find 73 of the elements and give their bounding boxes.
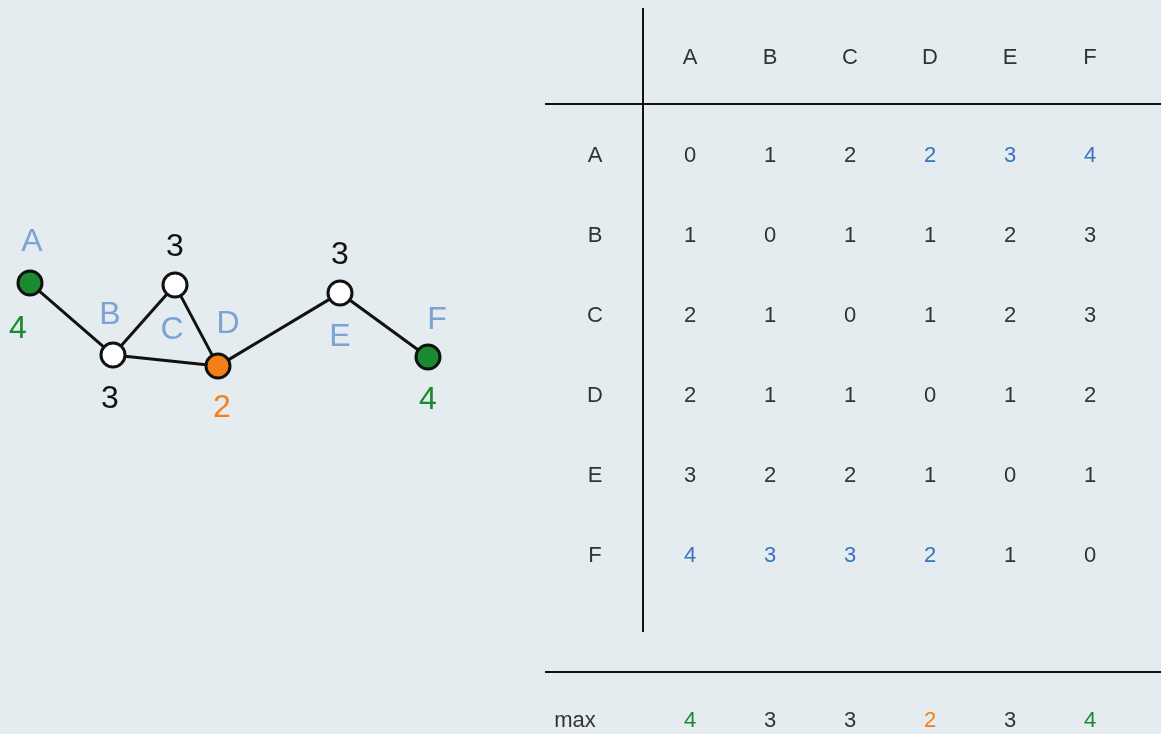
distance-value: 2 [683, 383, 697, 407]
eccentricity-value: 3 [331, 237, 349, 269]
column-header: B [762, 45, 778, 69]
row-header: E [587, 463, 603, 487]
edge-line [38, 289, 105, 349]
eccentricity-value: 3 [101, 381, 119, 413]
distance-value: 2 [923, 543, 937, 567]
row-header: max [554, 708, 596, 732]
max-value: 4 [1083, 708, 1097, 732]
edge-line [119, 293, 169, 347]
distance-value: 0 [1003, 463, 1017, 487]
distance-value: 3 [763, 543, 777, 567]
vertex-label: A [21, 224, 43, 256]
distance-value: 0 [683, 143, 697, 167]
distance-value: 1 [683, 223, 697, 247]
vertex-label: D [216, 306, 240, 338]
distance-value: 1 [763, 383, 777, 407]
edge-line [227, 297, 331, 362]
distance-value: 1 [843, 223, 857, 247]
row-header: A [587, 143, 603, 167]
column-header: E [1002, 45, 1018, 69]
distance-value: 1 [923, 303, 937, 327]
distance-value: 1 [923, 463, 937, 487]
vertex-label: B [99, 297, 121, 329]
distance-value: 2 [683, 303, 697, 327]
column-header: D [922, 45, 938, 69]
distance-value: 2 [1003, 303, 1017, 327]
distance-value: 2 [843, 463, 857, 487]
distance-value: 0 [763, 223, 777, 247]
distance-value: 4 [683, 543, 697, 567]
eccentricity-value: 4 [419, 382, 437, 414]
distance-value: 0 [843, 303, 857, 327]
row-header: B [587, 223, 603, 247]
distance-value: 2 [1003, 223, 1017, 247]
distance-value: 2 [843, 143, 857, 167]
edge-line [348, 298, 420, 352]
distance-value: 1 [1083, 463, 1097, 487]
distance-value: 2 [1083, 383, 1097, 407]
column-header: C [842, 45, 858, 69]
max-value: 2 [923, 708, 937, 732]
row-header: D [587, 383, 603, 407]
vertex-label: F [427, 302, 447, 334]
distance-value: 1 [843, 383, 857, 407]
vertex-label: C [160, 312, 184, 344]
eccentricity-value: 2 [213, 390, 231, 422]
edge-line [179, 294, 214, 357]
distance-value: 1 [923, 223, 937, 247]
distance-value: 3 [1083, 223, 1097, 247]
edge-line [124, 354, 207, 367]
distance-value: 4 [1083, 143, 1097, 167]
distance-value: 3 [1083, 303, 1097, 327]
row-header: C [587, 303, 603, 327]
max-value: 3 [843, 708, 857, 732]
distance-value: 1 [763, 303, 777, 327]
distance-value: 1 [1003, 543, 1017, 567]
row-header: F [588, 543, 602, 567]
distance-value: 2 [763, 463, 777, 487]
column-header: F [1083, 45, 1097, 69]
max-value: 4 [683, 708, 697, 732]
distance-value: 1 [763, 143, 777, 167]
distance-value: 2 [923, 143, 937, 167]
distance-value: 3 [1003, 143, 1017, 167]
distance-value: 3 [843, 543, 857, 567]
max-value: 3 [763, 708, 777, 732]
eccentricity-value: 3 [166, 229, 184, 261]
max-value: 3 [1003, 708, 1017, 732]
distance-value: 0 [923, 383, 937, 407]
column-header: A [682, 45, 698, 69]
vertex-label: E [329, 319, 351, 351]
distance-value: 3 [683, 463, 697, 487]
eccentricity-value: 4 [9, 311, 27, 343]
distance-value: 1 [1003, 383, 1017, 407]
distance-value: 0 [1083, 543, 1097, 567]
